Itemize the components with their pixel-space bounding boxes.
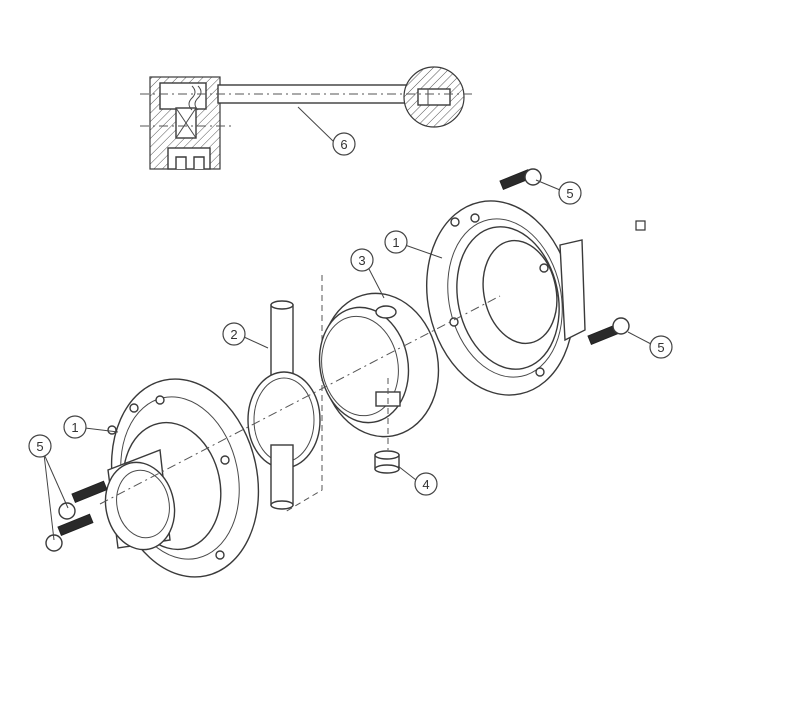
right-flange [425, 200, 586, 396]
left-bolts [45, 480, 108, 552]
callout-5-right-label: 5 [657, 340, 664, 355]
callout-1-right-label: 1 [392, 235, 399, 250]
axis-centerline [99, 295, 501, 505]
handle-section-view [140, 66, 472, 170]
leader-lines [43, 106, 652, 541]
callout-3: 3 [350, 248, 374, 272]
callout-1-right: 1 [384, 230, 408, 254]
right-bolts [499, 168, 630, 345]
stem-bottom [270, 444, 294, 506]
callout-2-label: 2 [230, 327, 237, 342]
callout-5-top: 5 [558, 181, 582, 205]
valve-disc-stem [247, 275, 323, 513]
callout-2: 2 [222, 322, 246, 346]
square-marker [635, 220, 646, 231]
pin [374, 450, 400, 474]
callout-5-left-label: 5 [36, 439, 43, 454]
left-flange [104, 378, 260, 578]
callout-5-left: 5 [28, 434, 52, 458]
callout-6-label: 6 [340, 137, 347, 152]
valve-body-ring [318, 292, 440, 450]
callout-6: 6 [332, 132, 356, 156]
callout-4-label: 4 [422, 477, 429, 492]
callout-1-left-label: 1 [71, 420, 78, 435]
callout-4: 4 [414, 472, 438, 496]
callout-5-right: 5 [649, 335, 673, 359]
callout-1-left: 1 [63, 415, 87, 439]
callout-3-label: 3 [358, 253, 365, 268]
callout-5-top-label: 5 [566, 186, 573, 201]
